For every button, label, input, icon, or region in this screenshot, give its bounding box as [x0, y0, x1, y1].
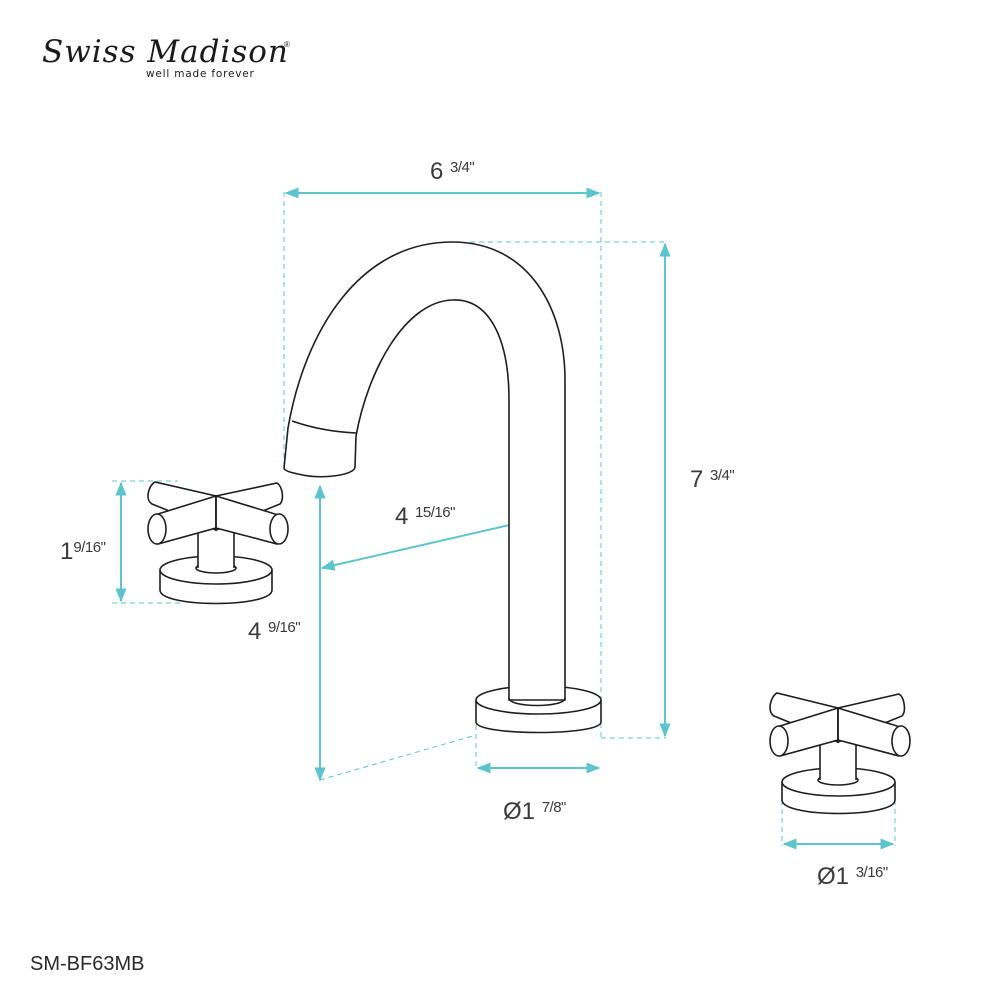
label-handle-base-diameter: Ø1 3/16": [817, 863, 888, 890]
registered-mark: ®: [284, 40, 290, 49]
dimension-lines: [115, 187, 895, 850]
label-spout-width: 6 3/4": [430, 158, 475, 185]
dim-spout-reach: [320, 515, 542, 571]
label-spout-height: 7 3/4": [690, 466, 735, 493]
right-handle-outline: [769, 692, 911, 815]
spout-outline: [283, 241, 602, 734]
label-spout-clearance: 4 9/16": [248, 618, 301, 645]
label-spout-base-diameter: Ø1 7/8": [503, 798, 566, 825]
extension-lines: [112, 192, 896, 846]
brand-logo: Swiss Madison well made forever ®: [42, 34, 292, 88]
left-handle-outline: [147, 481, 289, 605]
model-number: SM-BF63MB: [30, 953, 145, 975]
label-handle-height: 19/16": [60, 538, 106, 565]
brand-tagline: well made forever: [146, 68, 255, 80]
brand-name: Swiss Madison: [42, 34, 289, 70]
label-spout-reach: 4 15/16": [395, 503, 455, 530]
